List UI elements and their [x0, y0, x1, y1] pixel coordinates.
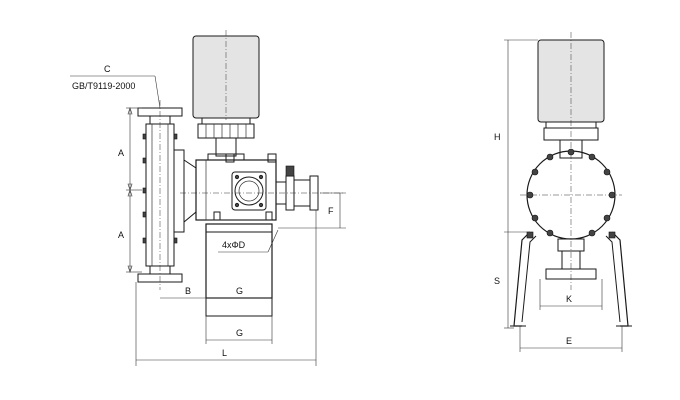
label-l: L	[222, 348, 227, 358]
label-a-top: A	[118, 148, 124, 158]
side-outlet-valve	[180, 165, 345, 211]
front-outlet	[545, 238, 597, 280]
side-shaft-housing	[215, 137, 237, 157]
front-legs	[510, 231, 632, 327]
side-bottom-fitting-2	[265, 211, 273, 221]
side-motor-flange	[197, 123, 255, 139]
label-standard: GB/T9119-2000	[72, 81, 135, 91]
front-view: H S K E	[494, 32, 632, 352]
front-shaft-housing	[559, 139, 583, 159]
front-motor	[537, 32, 605, 290]
side-dimensions: C GB/T9119-2000 A A B G G L	[70, 64, 346, 366]
label-b: B	[185, 286, 191, 296]
label-g-upper: G	[236, 286, 243, 296]
side-pipe-connector	[173, 149, 185, 233]
side-view: C GB/T9119-2000 A A B G G L	[70, 30, 346, 366]
label-s: S	[494, 276, 500, 286]
side-outlet-cap	[285, 165, 295, 177]
label-e: E	[566, 336, 572, 346]
label-f: F	[328, 206, 334, 216]
side-cover-plate	[231, 171, 267, 211]
label-c: C	[104, 64, 111, 74]
side-cover-ring	[234, 176, 264, 206]
label-holes: 4xΦD	[222, 240, 246, 250]
front-leg-right	[611, 231, 629, 327]
front-bottom-flange	[545, 268, 597, 280]
label-g-lower: G	[236, 328, 243, 338]
front-dimensions: H S K E	[494, 39, 623, 352]
front-leg-left	[513, 231, 531, 327]
side-top-fitting-1	[225, 153, 235, 163]
side-top-fitting-2	[267, 153, 277, 163]
label-k: K	[566, 294, 572, 304]
label-a-bottom: A	[118, 230, 124, 240]
side-motor	[192, 30, 260, 161]
side-vertical-pipe	[137, 100, 197, 290]
side-gear-box	[195, 159, 277, 221]
side-base-foot	[205, 297, 273, 317]
side-base-bracket	[205, 219, 273, 317]
side-bottom-fitting	[213, 211, 221, 221]
label-h: H	[494, 132, 501, 142]
side-pump-body	[195, 153, 277, 221]
